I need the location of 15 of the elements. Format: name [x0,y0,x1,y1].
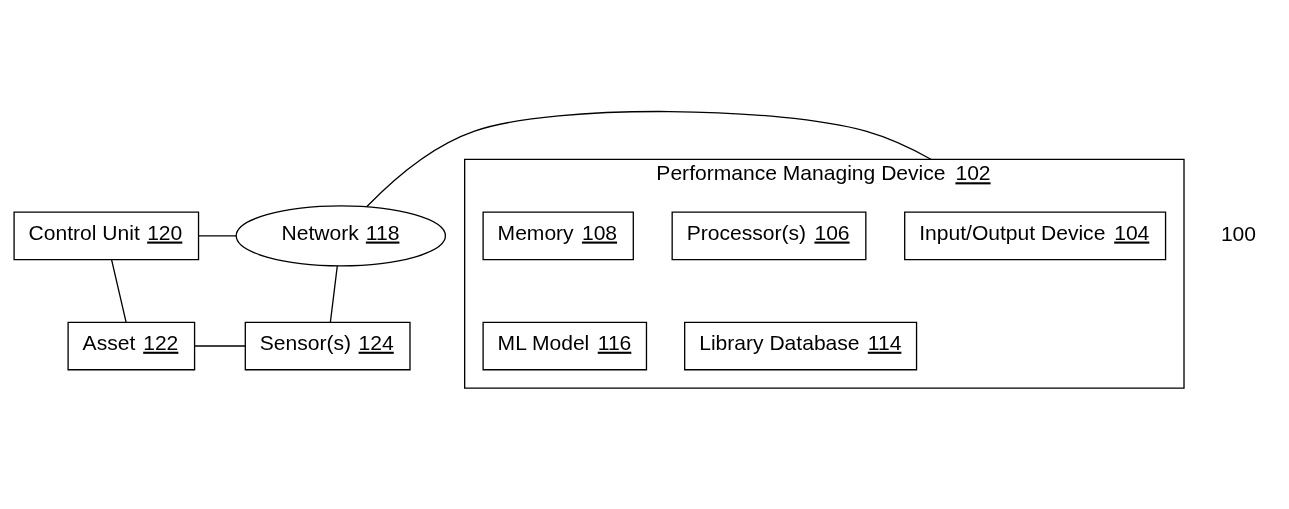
node-box: Processor(s) 106 [671,211,867,260]
connector [329,264,338,323]
connector [193,344,246,347]
node-ellipse: Network 118 [235,204,447,266]
connector [110,258,127,323]
node-box: Control Unit 120 [13,211,200,260]
node-box: Sensor(s) 124 [244,321,411,370]
label: 100 [1220,221,1257,245]
node-box: Memory 108 [482,211,634,260]
node-box: Asset 122 [67,321,196,370]
node-box: ML Model 116 [482,321,648,370]
connector [366,110,932,207]
node-box: Library Database 114 [684,321,918,370]
node-box: Input/Output Device 104 [904,211,1167,260]
connector [198,234,237,236]
